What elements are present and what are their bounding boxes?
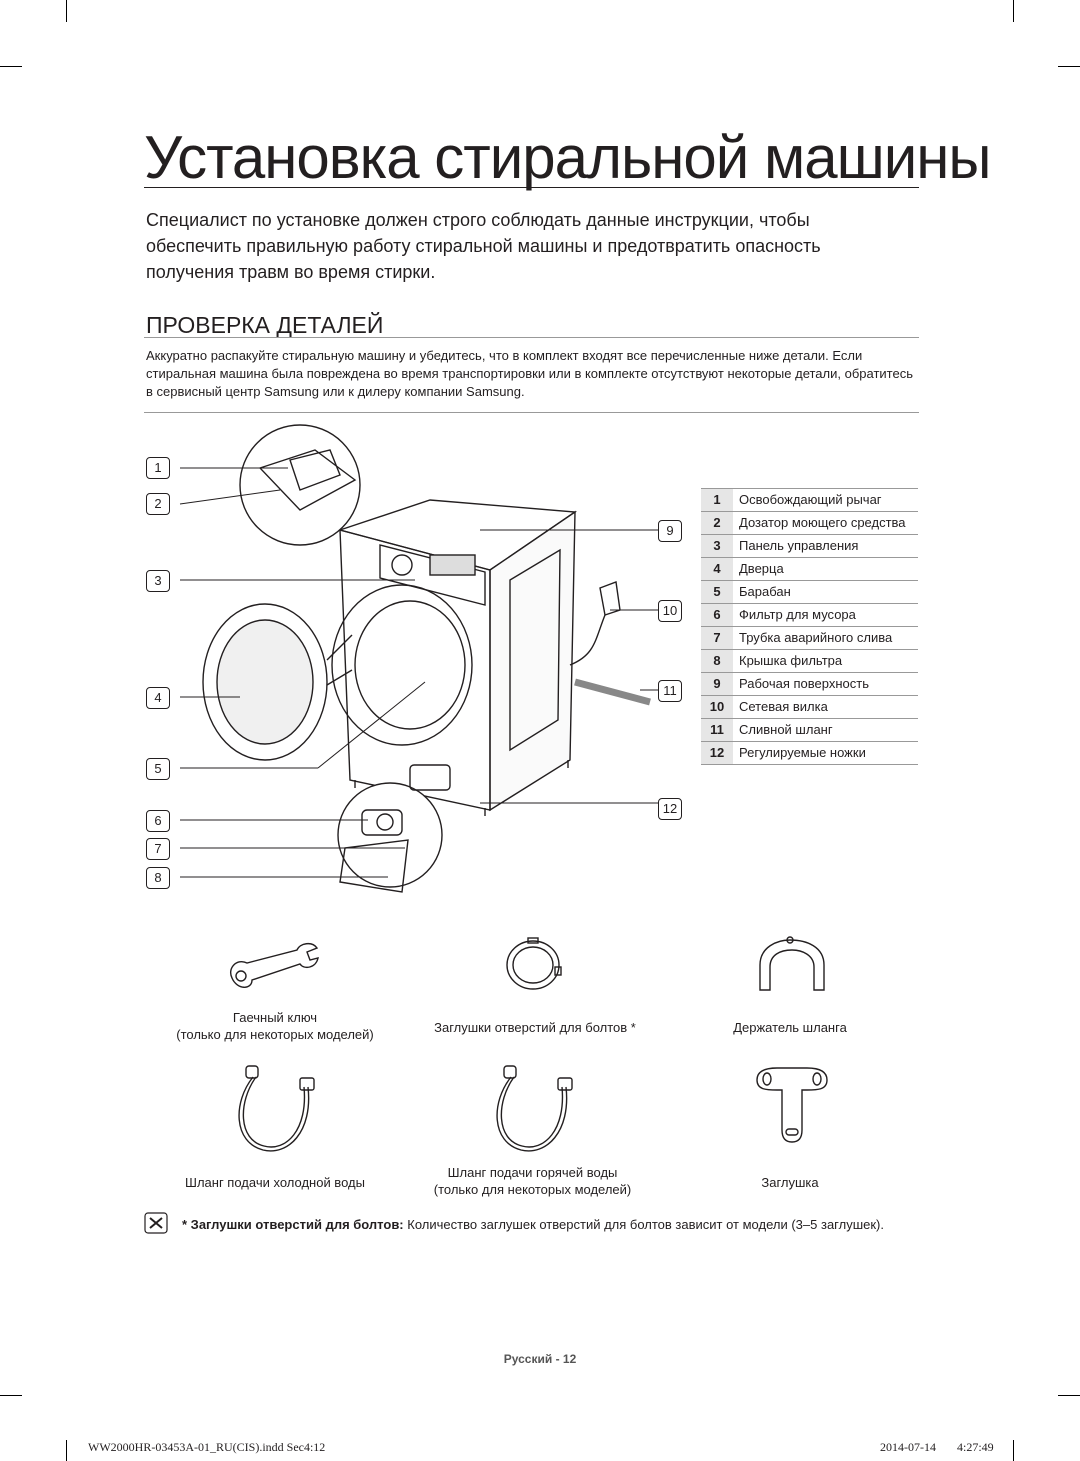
wrench-icon bbox=[230, 943, 319, 988]
callout-10: 10 bbox=[658, 600, 682, 622]
callout-4: 4 bbox=[146, 687, 170, 709]
cold-hose-label: Шланг подачи холодной воды bbox=[185, 1175, 365, 1190]
crop-mark bbox=[66, 0, 67, 22]
page-number: Русский - 12 bbox=[503, 1352, 577, 1366]
callout-12: 12 bbox=[658, 798, 682, 820]
callout-2: 2 bbox=[146, 493, 170, 515]
hot-hose-label: Шланг подачи горячей воды (только для не… bbox=[433, 1165, 632, 1197]
callout-7: 7 bbox=[146, 838, 170, 860]
section-heading: ПРОВЕРКА ДЕТАЛЕЙ bbox=[146, 312, 384, 338]
crop-mark bbox=[1013, 0, 1014, 22]
bolt-cap-icon bbox=[506, 937, 562, 990]
section-paragraph: Аккуратно распакуйте стиральную машину и… bbox=[146, 348, 913, 399]
crop-mark bbox=[1058, 66, 1080, 67]
callout-8: 8 bbox=[146, 867, 170, 889]
bolt-caps-label: Заглушки отверстий для болтов * bbox=[434, 1020, 636, 1035]
intro-text: Специалист по установке должен строго со… bbox=[146, 210, 821, 282]
slug-file: WW2000HR-03453A-01_RU(CIS).indd Sec4:12 bbox=[88, 1440, 326, 1454]
title-rule bbox=[144, 187, 919, 188]
wrench-label: Гаечный ключ (только для некоторых модел… bbox=[176, 1010, 374, 1042]
section-rule bbox=[144, 337, 919, 338]
slug-date: 2014-07-14 bbox=[880, 1440, 936, 1454]
callout-1: 1 bbox=[146, 457, 170, 479]
callout-9: 9 bbox=[658, 520, 682, 542]
callout-3: 3 bbox=[146, 570, 170, 592]
note-icon bbox=[144, 1212, 168, 1234]
hot-hose-icon bbox=[496, 1065, 573, 1152]
note-text: * Заглушки отверстий для болтов: Количес… bbox=[182, 1217, 884, 1232]
plug-icon bbox=[756, 1067, 828, 1143]
cold-hose-icon bbox=[238, 1065, 315, 1152]
paragraph-rule bbox=[144, 412, 919, 413]
hose-holder-label: Держатель шланга bbox=[733, 1020, 847, 1035]
crop-mark bbox=[0, 1395, 22, 1396]
plug-label: Заглушка bbox=[761, 1175, 819, 1190]
crop-mark bbox=[1058, 1395, 1080, 1396]
hose-holder-icon bbox=[759, 936, 825, 991]
crop-mark bbox=[0, 66, 22, 67]
page-title: Установка стиральной машины bbox=[144, 124, 991, 191]
crop-mark bbox=[66, 1440, 67, 1461]
slug-time: 4:27:49 bbox=[957, 1440, 994, 1454]
callout-5: 5 bbox=[146, 758, 170, 780]
callout-11: 11 bbox=[658, 680, 682, 702]
washing-machine-illustration bbox=[179, 424, 658, 893]
crop-mark bbox=[1013, 1440, 1014, 1461]
callout-6: 6 bbox=[146, 810, 170, 832]
